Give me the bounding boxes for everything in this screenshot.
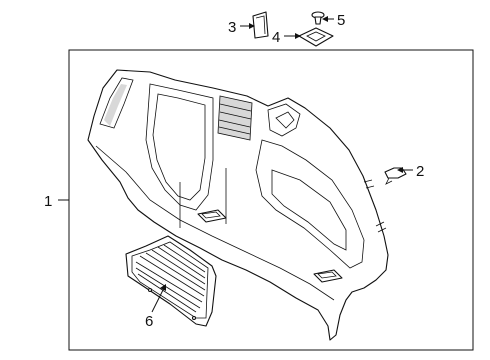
vent-grille [125,235,217,327]
callout-4: 4 [272,29,280,46]
quarter-trim-panel [87,69,389,341]
tie-down-handle [197,209,227,223]
callout-2: 2 [416,163,424,180]
louver-vent [217,95,253,141]
callout-1: 1 [44,193,52,210]
callout-3: 3 [228,19,236,36]
bracket-part [252,11,269,39]
callout-6: 6 [145,313,153,330]
tie-down-handle-rear [313,269,343,283]
push-pin-fastener [311,11,325,25]
grommet-plate [298,27,334,47]
callout-5: 5 [337,12,345,29]
mounting-studs [363,179,387,233]
leader-lines [58,16,413,313]
